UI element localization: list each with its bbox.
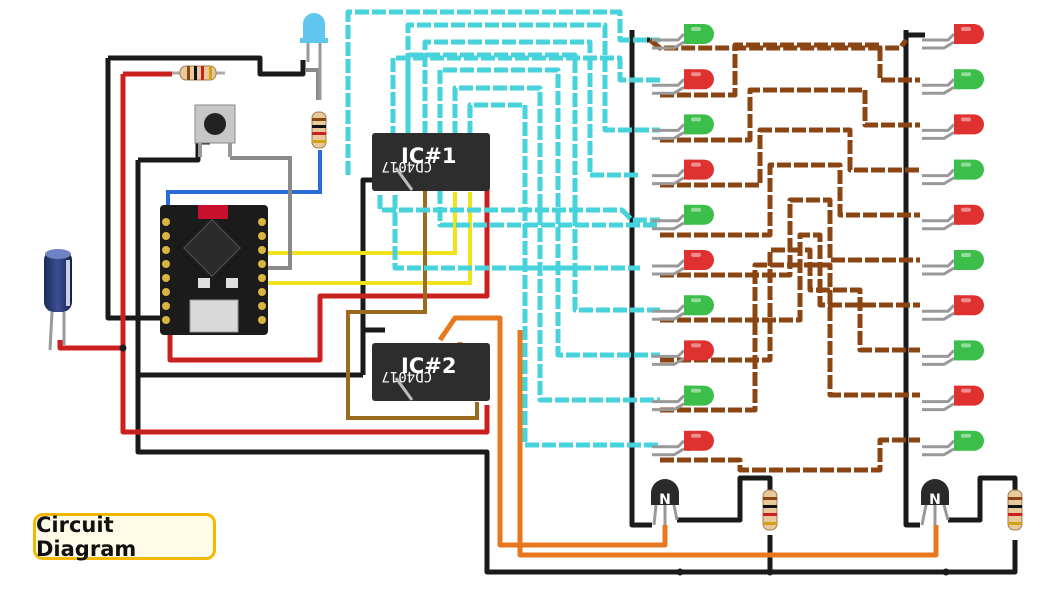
blue-led: [300, 13, 328, 100]
capacitor: [44, 249, 72, 351]
transistor-left-label: N: [659, 492, 671, 508]
ic1-part-number: CD4017: [381, 158, 432, 174]
right-led-10: [922, 430, 984, 457]
right-led-6: [922, 250, 984, 276]
left-led-column: [652, 24, 714, 457]
left-led-8: [652, 340, 714, 366]
signal-wires-blue-gray: [166, 68, 322, 270]
right-led-column: [922, 24, 984, 457]
right-led-5: [922, 204, 984, 231]
left-led-7: [652, 295, 714, 321]
right-led-3: [922, 114, 984, 140]
right-led-2: [922, 69, 984, 95]
microcontroller-board: [160, 205, 268, 335]
ic1-label: IC#1: [401, 144, 456, 168]
right-led-9: [922, 385, 984, 412]
resistor-led-blue: [311, 111, 327, 149]
right-led-7: [922, 295, 984, 321]
push-button: [194, 104, 236, 157]
signal-wires-yellow: [262, 192, 472, 285]
transistor-right: N: [920, 479, 950, 526]
ic1-chip: IC#1 CD4017: [372, 133, 490, 191]
ic2-output-wires: [648, 38, 920, 473]
transistor-right-label: N: [929, 492, 941, 508]
resistor-transistor-right: [1007, 489, 1023, 531]
ic2-label: IC#2: [401, 354, 456, 378]
left-led-3: [652, 114, 714, 140]
clock-wires: [346, 190, 479, 420]
left-led-6: [652, 250, 714, 276]
resistor-horizontal-top: [172, 65, 225, 81]
right-led-8: [922, 340, 984, 366]
right-led-4: [922, 159, 984, 186]
ic1-output-wires: [345, 9, 660, 448]
wires: [57, 9, 1018, 575]
left-led-4: [652, 159, 714, 186]
transistor-left: N: [651, 479, 679, 526]
junction-dots: [119, 344, 950, 576]
left-led-9: [652, 385, 714, 412]
left-led-1: [652, 24, 714, 50]
ic2-chip: IC#2 CD4017: [372, 343, 490, 401]
ic2-part-number: CD4017: [381, 368, 432, 384]
resistor-transistor-left: [762, 489, 778, 531]
caption-badge: Circuit Diagram: [33, 513, 216, 561]
right-led-1: [922, 24, 984, 50]
power-wires: [57, 71, 490, 435]
left-led-5: [652, 204, 714, 231]
left-led-2: [652, 69, 714, 95]
board-pins: [162, 218, 266, 324]
left-led-10: [652, 430, 714, 457]
